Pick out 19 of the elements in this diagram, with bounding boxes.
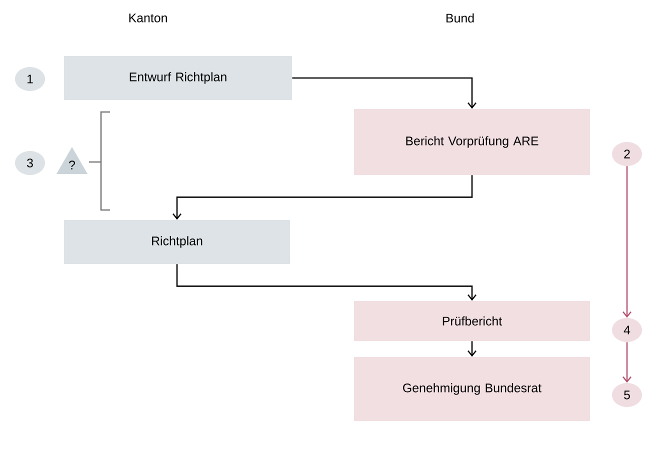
step-number: 4 xyxy=(612,318,642,342)
process-box: Bericht Vorprüfung ARE xyxy=(354,108,590,175)
question-triangle: ? xyxy=(56,146,88,174)
step-number: 1 xyxy=(15,66,45,91)
arrow xyxy=(622,166,632,318)
process-box: Prüfbericht xyxy=(354,300,590,341)
step-number: 2 xyxy=(612,142,642,166)
arrow xyxy=(468,341,477,357)
step-number: 3 xyxy=(15,150,45,175)
process-box: Richtplan xyxy=(64,220,290,264)
process-box: Entwurf Richtplan xyxy=(64,56,292,100)
column-heading: Bund xyxy=(446,13,474,23)
arrow xyxy=(176,264,477,301)
arrow xyxy=(292,77,477,109)
arrow xyxy=(622,342,632,383)
step-number: 5 xyxy=(612,382,642,407)
arrow xyxy=(172,175,473,220)
process-box: Genehmigung Bundesrat xyxy=(354,356,590,421)
column-heading: Kanton xyxy=(129,14,167,22)
